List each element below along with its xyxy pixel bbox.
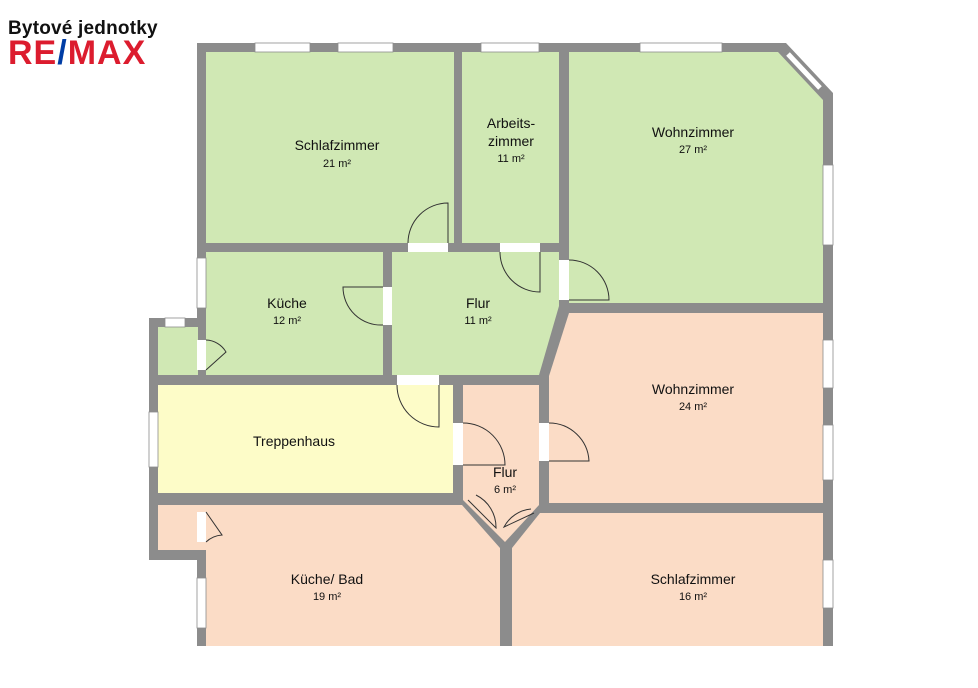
remax-logo: RE/MAX xyxy=(8,36,158,70)
opening-arbeits-flur xyxy=(500,243,540,252)
brand-title: Bytové jednotky xyxy=(8,18,158,39)
opening-trepp-flur2 xyxy=(453,423,463,465)
area-kueche-1: 12 m² xyxy=(273,315,301,327)
label-schlafzimmer-2: Schlafzimmer xyxy=(651,571,736,587)
door-arbeits xyxy=(499,251,541,293)
window-left-3 xyxy=(196,577,207,629)
window-left-1 xyxy=(196,257,207,309)
door-schlaf xyxy=(407,202,449,244)
area-schlafzimmer-2: 16 m² xyxy=(679,591,707,603)
window-right-1 xyxy=(822,164,834,246)
label-flur-1: Flur xyxy=(466,295,490,311)
window-right-4 xyxy=(822,559,834,609)
logo-separator: / xyxy=(57,34,68,72)
room-flur-2 xyxy=(463,385,539,542)
logo-red-part-2: MAX xyxy=(67,34,147,72)
label-kueche-1: Küche xyxy=(267,295,307,311)
room-treppenhaus xyxy=(158,385,453,493)
area-arbeitszimmer: 11 m² xyxy=(497,153,525,165)
room-kueche-bad xyxy=(158,505,500,646)
area-flur-2: 6 m² xyxy=(494,484,516,496)
area-flur-1: 11 m² xyxy=(464,315,492,327)
room-schlafzimmer-1 xyxy=(206,52,454,243)
opening-wohn2-flur2 xyxy=(539,423,549,461)
door-closet-1 xyxy=(205,339,227,371)
opening-flur-trepp xyxy=(397,375,439,385)
opening-wohn1-flur xyxy=(559,260,569,300)
door-wohn1 xyxy=(568,259,610,301)
window-top-4 xyxy=(639,42,723,53)
label-wohnzimmer-1: Wohnzimmer xyxy=(652,124,735,140)
door-wohn2 xyxy=(548,422,590,462)
opening-kueche-flur xyxy=(383,287,392,325)
window-right-3 xyxy=(822,424,834,481)
logo-red-part: RE xyxy=(8,34,58,72)
label-arbeitszimmer-2: zimmer xyxy=(488,133,534,149)
window-top-2 xyxy=(337,42,394,53)
door-flur2 xyxy=(462,422,506,466)
door-diag-right xyxy=(502,508,535,529)
room-wohnzimmer-1 xyxy=(569,52,823,303)
door-swings xyxy=(205,202,610,543)
label-kueche-bad: Küche/ Bad xyxy=(291,571,363,587)
label-wohnzimmer-2: Wohnzimmer xyxy=(652,381,735,397)
area-wohnzimmer-2: 24 m² xyxy=(679,401,707,413)
window-left-2 xyxy=(148,411,159,468)
opening-schlaf-flur xyxy=(408,243,448,252)
label-flur-2: Flur xyxy=(493,464,517,480)
window-closet-top xyxy=(164,317,186,328)
label-arbeitszimmer-1: Arbeits- xyxy=(487,115,536,131)
door-openings xyxy=(197,243,569,542)
door-diag-left xyxy=(467,494,497,530)
room-schlafzimmer-2 xyxy=(512,513,823,646)
door-kuechebad-left xyxy=(205,511,223,543)
window-bay xyxy=(786,52,822,90)
windows xyxy=(148,42,834,629)
room-kueche-1 xyxy=(206,252,383,375)
room-kueche-1-closet xyxy=(158,327,198,375)
opening-kuechebad-closet xyxy=(197,512,206,542)
window-top-3 xyxy=(480,42,540,53)
area-wohnzimmer-1: 27 m² xyxy=(679,144,707,156)
brand-header: Bytové jednotky RE/MAX xyxy=(8,18,158,70)
window-top-1 xyxy=(254,42,311,53)
door-kueche xyxy=(342,286,384,326)
window-right-2 xyxy=(822,339,834,389)
area-kueche-bad: 19 m² xyxy=(313,591,341,603)
opening-kueche-closet xyxy=(197,340,206,370)
label-schlafzimmer-1: Schlafzimmer xyxy=(295,137,380,153)
area-schlafzimmer-1: 21 m² xyxy=(323,158,351,170)
room-wohnzimmer-2 xyxy=(549,313,823,503)
room-arbeitszimmer xyxy=(462,52,559,243)
label-treppenhaus: Treppenhaus xyxy=(253,433,335,449)
door-trepp xyxy=(396,384,440,428)
room-flur-1 xyxy=(392,252,559,375)
